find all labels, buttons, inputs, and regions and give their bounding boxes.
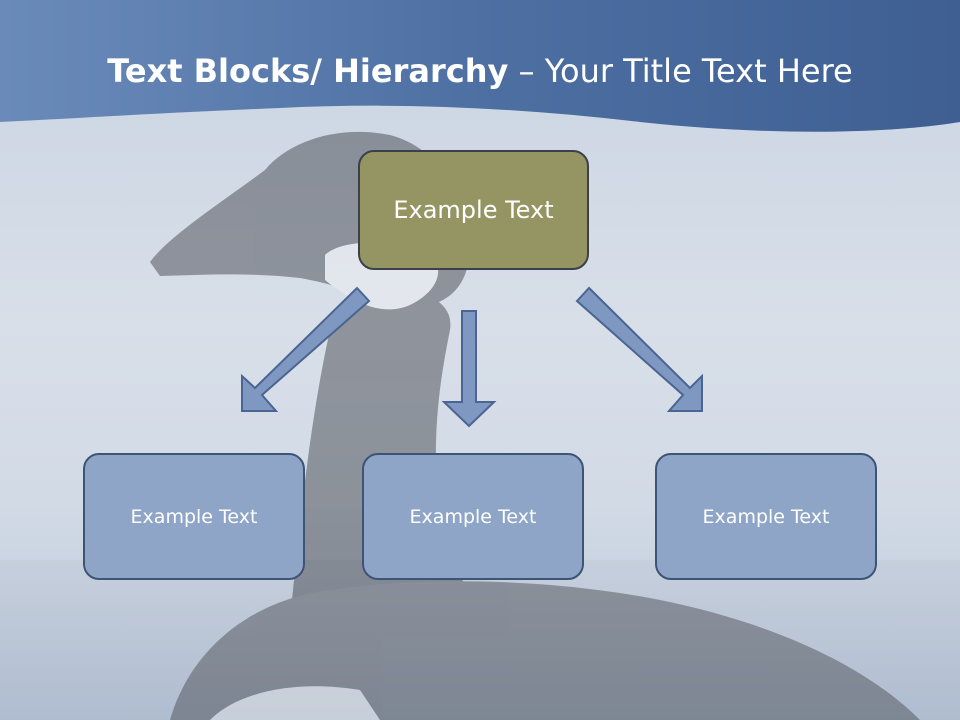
child-node-box-center[interactable]: Example Text [362,453,584,580]
arrow-left [241,286,371,412]
child-node-label: Example Text [409,505,537,528]
child-node-label: Example Text [702,505,830,528]
header-band [0,0,960,132]
arrow-right [575,286,703,412]
child-node-box-right[interactable]: Example Text [655,453,877,580]
title-regular-part: – Your Title Text Here [508,52,853,90]
slide-title: Text Blocks/ Hierarchy – Your Title Text… [0,52,960,90]
title-bold-part: Text Blocks/ Hierarchy [107,52,509,90]
top-node-box[interactable]: Example Text [358,150,589,270]
child-node-label: Example Text [130,505,258,528]
arrow-center [441,310,497,428]
child-node-box-left[interactable]: Example Text [83,453,305,580]
top-node-label: Example Text [393,196,554,224]
